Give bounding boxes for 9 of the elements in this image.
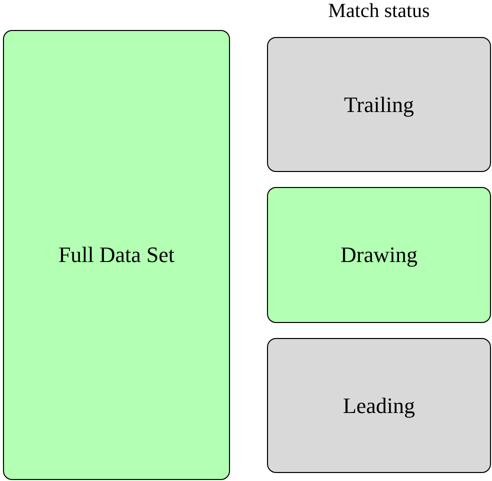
box-label: Trailing [344,92,414,118]
rounded-box [267,37,491,172]
rounded-box [267,338,491,473]
rounded-box [267,187,491,323]
rounded-box [3,30,230,480]
box-label: Drawing [340,242,418,268]
box-label: Full Data Set [58,242,175,268]
column-heading: Match status [328,0,430,23]
box-label: Leading [342,392,416,418]
